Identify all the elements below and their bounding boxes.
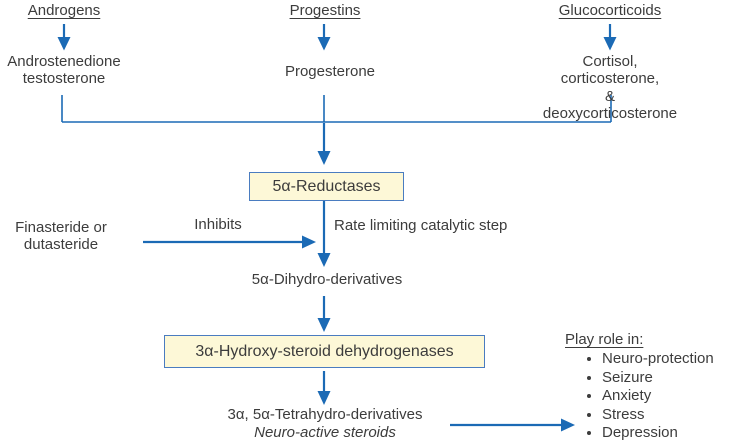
header-progestins: Progestins xyxy=(289,2,361,19)
roles-list: Neuro-protection Seizure Anxiety Stress … xyxy=(585,350,714,443)
precursor-androgens: Androstenedione testosterone xyxy=(7,53,121,88)
role-item-anxiety: Anxiety xyxy=(602,387,714,406)
arrow-androgens-down xyxy=(57,24,71,51)
enzyme-box-3a-hsd-label: 3α-Hydroxy-steroid dehydrogenases xyxy=(195,342,454,360)
header-androgens: Androgens xyxy=(27,2,101,19)
arrow-to-roles xyxy=(450,418,575,432)
role-item-seizure: Seizure xyxy=(602,369,714,388)
dihydro-derivatives-label: 5α-Dihydro-derivatives xyxy=(251,271,403,288)
precursor-glucocorticoids: Cortisol, corticosterone, & deoxycortico… xyxy=(542,53,678,122)
precursor-progestins: Progesterone xyxy=(284,63,376,80)
arrow-dihydro-to-hsd xyxy=(317,296,331,332)
enzyme-box-5a-reductases-label: 5α-Reductases xyxy=(272,177,381,195)
role-item-neuroprotection: Neuro-protection xyxy=(602,350,714,369)
inhibits-label: Inhibits xyxy=(194,216,242,233)
arrow-progestins-down xyxy=(317,24,331,51)
arrow-to-reductases xyxy=(317,123,331,165)
role-item-depression: Depression xyxy=(602,424,714,443)
neuroactive-steroids-label: Neuro-active steroids xyxy=(254,424,396,441)
enzyme-box-5a-reductases: 5α-Reductases xyxy=(249,172,404,201)
arrow-inhibits xyxy=(143,235,316,249)
arrow-hsd-to-tetrahydro xyxy=(317,371,331,405)
inhibitor-drugs-label: Finasteride or dutasteride xyxy=(15,219,107,254)
rate-limiting-note: Rate limiting catalytic step xyxy=(334,217,508,234)
arrow-reductases-to-dihydro xyxy=(317,201,331,267)
tetrahydro-derivatives-label: 3α, 5α-Tetrahydro-derivatives xyxy=(227,406,423,423)
gather-connector xyxy=(61,95,612,123)
header-glucocorticoids: Glucocorticoids xyxy=(558,2,662,19)
enzyme-box-3a-hsd: 3α-Hydroxy-steroid dehydrogenases xyxy=(164,335,485,368)
arrow-glucocorticoids-down xyxy=(603,24,617,51)
role-item-stress: Stress xyxy=(602,406,714,425)
roles-title: Play role in: xyxy=(565,331,644,348)
